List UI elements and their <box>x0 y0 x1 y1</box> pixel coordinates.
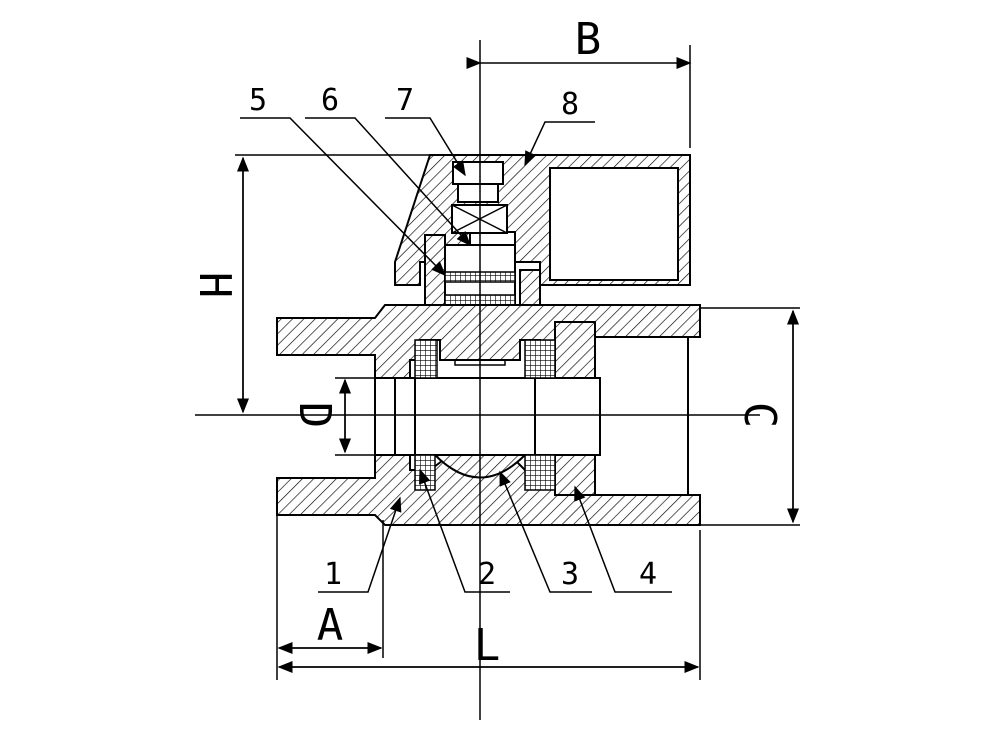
part-label-6: 6 <box>321 83 339 118</box>
dim-label-c: C <box>734 402 785 429</box>
part-label-1: 1 <box>324 557 342 592</box>
dim-label-b: B <box>575 14 602 65</box>
dim-label-l: L <box>474 620 501 671</box>
dim-label-h: H <box>189 272 240 299</box>
part-label-8: 8 <box>561 87 579 122</box>
part-label-5: 5 <box>249 83 267 118</box>
dimension-lines <box>235 45 800 680</box>
part-label-2: 2 <box>478 557 496 592</box>
center-lines <box>195 40 760 720</box>
part-label-3: 3 <box>561 557 579 592</box>
part-label-4: 4 <box>639 557 657 592</box>
part-leaders <box>240 117 672 593</box>
dim-label-a: A <box>317 600 344 651</box>
dim-label-d: D <box>289 402 340 429</box>
part-label-7: 7 <box>396 83 414 118</box>
